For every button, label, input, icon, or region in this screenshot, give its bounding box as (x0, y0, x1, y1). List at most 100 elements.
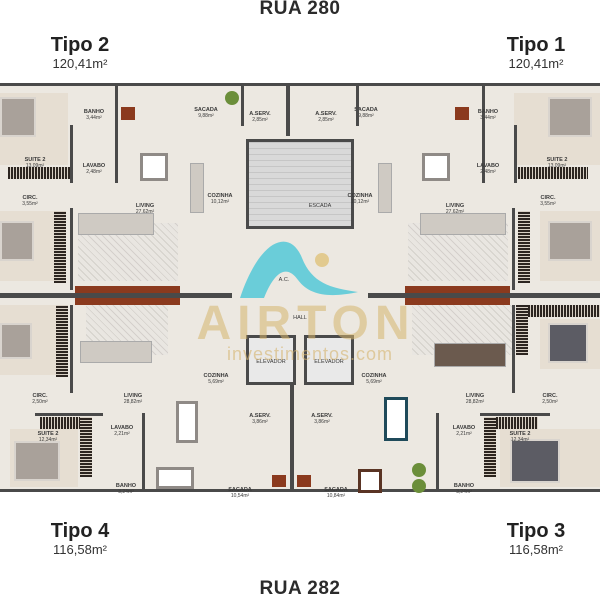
wall (482, 86, 485, 183)
bed-icon (548, 323, 588, 363)
closet (516, 305, 528, 355)
room-label-hall: HALL (293, 315, 307, 321)
wall (70, 125, 73, 183)
wall (514, 125, 517, 183)
sideboard (405, 286, 510, 293)
wall (368, 293, 600, 298)
unit-area: 116,58m² (53, 542, 107, 557)
wall (290, 383, 294, 489)
unit-title-tipo-4: Tipo 4 116,58m² (20, 520, 140, 558)
bed-icon (0, 323, 32, 359)
sofa-icon (80, 341, 152, 363)
unit-title-tipo-3: Tipo 3 116,58m² (476, 520, 596, 558)
dining-table-icon (176, 401, 198, 443)
bed-icon (548, 97, 592, 137)
sideboard (75, 298, 180, 305)
closet (54, 211, 66, 283)
unit-name: Tipo 3 (506, 520, 566, 542)
shaft (272, 475, 286, 487)
wall (0, 489, 600, 492)
bed-icon (0, 97, 36, 137)
outdoor-table-icon (156, 467, 194, 489)
wall (70, 305, 73, 393)
dining-table-icon (140, 153, 168, 181)
room-label-ac: A.C. (278, 277, 290, 283)
bed-icon (0, 221, 34, 261)
closet (56, 305, 68, 377)
shaft (455, 107, 469, 120)
closet (518, 167, 588, 179)
unit-area: 116,58m² (509, 542, 563, 557)
sofa-icon (78, 213, 154, 235)
plant-icon (225, 91, 239, 105)
sideboard (75, 286, 180, 293)
room-label-circ: CIRC.3,55m² (22, 195, 38, 207)
wall (0, 293, 232, 298)
bed-icon (548, 221, 592, 261)
shaft (121, 107, 135, 120)
unit-area: 120,41m² (508, 56, 564, 71)
room-label-elevador-1: ELEVADOR (256, 359, 286, 365)
wall (512, 305, 515, 393)
room-label-aserv: A.SERV.3,86m² (311, 413, 333, 425)
closet (484, 417, 496, 477)
wall (35, 413, 103, 416)
closet (528, 305, 600, 317)
bed-icon (14, 441, 60, 481)
closet (518, 211, 530, 283)
wall (115, 86, 118, 183)
plant-icon (412, 479, 426, 493)
closet (80, 417, 92, 477)
street-label-top: RUA 280 (259, 0, 341, 19)
kitchen-island (190, 163, 204, 213)
dining-table-icon (384, 397, 408, 441)
staircase (246, 139, 354, 229)
unit-name: Tipo 2 (50, 34, 110, 56)
sofa-icon (434, 343, 506, 367)
unit-name: Tipo 4 (50, 520, 110, 542)
closet (8, 167, 70, 179)
watermark-site: investimentos.com (226, 344, 394, 364)
elevator-2 (304, 335, 354, 385)
room-label-circ: CIRC.2,50m² (542, 393, 558, 405)
wall (356, 86, 359, 126)
shaft (297, 475, 311, 487)
wall (480, 413, 550, 416)
wall (142, 413, 145, 489)
plant-icon (412, 463, 426, 477)
room-label-circ: CIRC.3,55m² (540, 195, 556, 207)
elevator-1 (246, 335, 296, 385)
logo-wave-icon (240, 241, 358, 298)
sofa-icon (420, 213, 506, 235)
bed-icon (510, 439, 560, 483)
unit-title-tipo-2: Tipo 2 120,41m² (20, 34, 140, 72)
room-label-aserv: A.SERV.3,86m² (249, 413, 271, 425)
room-label-aserv: A.SERV.2,85m² (315, 111, 337, 123)
unit-title-tipo-1: Tipo 1 120,41m² (476, 34, 596, 72)
outdoor-table-icon (358, 469, 382, 493)
closet (40, 417, 80, 429)
wall (436, 413, 439, 489)
kitchen-island (378, 163, 392, 213)
